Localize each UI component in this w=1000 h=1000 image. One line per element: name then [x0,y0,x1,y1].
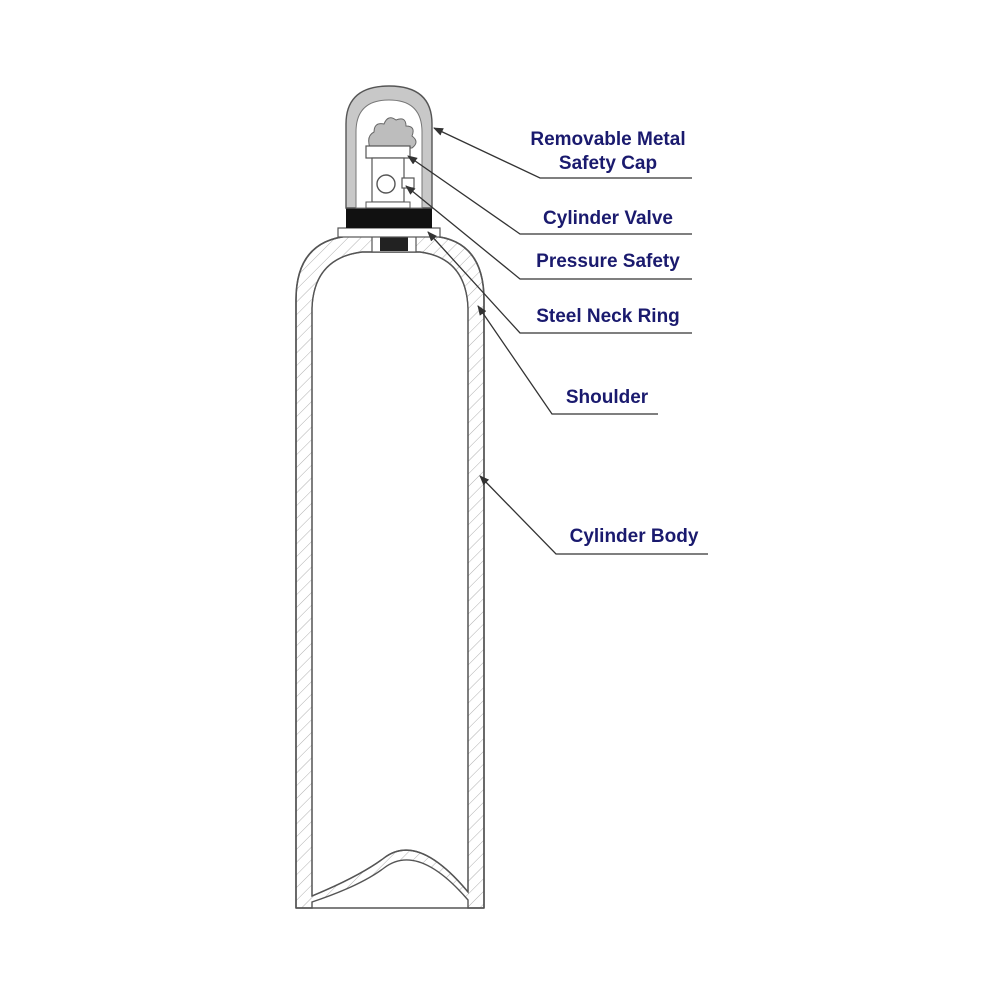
valve-stem [365,145,411,159]
leader-neck-ring [427,231,692,334]
valve-handwheel [368,117,417,149]
leader-shoulder [477,305,658,415]
label-pressure-safety: Pressure Safety [536,251,680,272]
cylinder-bottom [311,849,469,897]
label-removable-metal-safety-cap: Removable Metal Safety Cap [520,128,696,176]
valve-outlet [401,177,415,189]
valve-base [365,201,411,209]
leader-cap [433,127,692,179]
label-cylinder-valve: Cylinder Valve [543,208,673,229]
cylinder-outline [295,235,485,908]
leader-valve [407,155,692,235]
cylinder-inner-outline [311,251,469,896]
label-shoulder: Shoulder [565,387,649,408]
ring-collar [346,208,432,228]
label-cap-line2: Safety Cap [558,153,658,174]
neck-bands [380,237,408,251]
steel-neck-ring [337,227,441,238]
label-cylinder-body: Cylinder Body [569,526,699,547]
pressure-safety-device [376,174,396,194]
leader-body [479,475,708,555]
label-steel-neck-ring: Steel Neck Ring [536,306,680,327]
leader-pressure-safety [405,185,692,280]
label-cap-line1: Removable Metal [530,129,686,150]
cylinder-wall [295,235,485,909]
